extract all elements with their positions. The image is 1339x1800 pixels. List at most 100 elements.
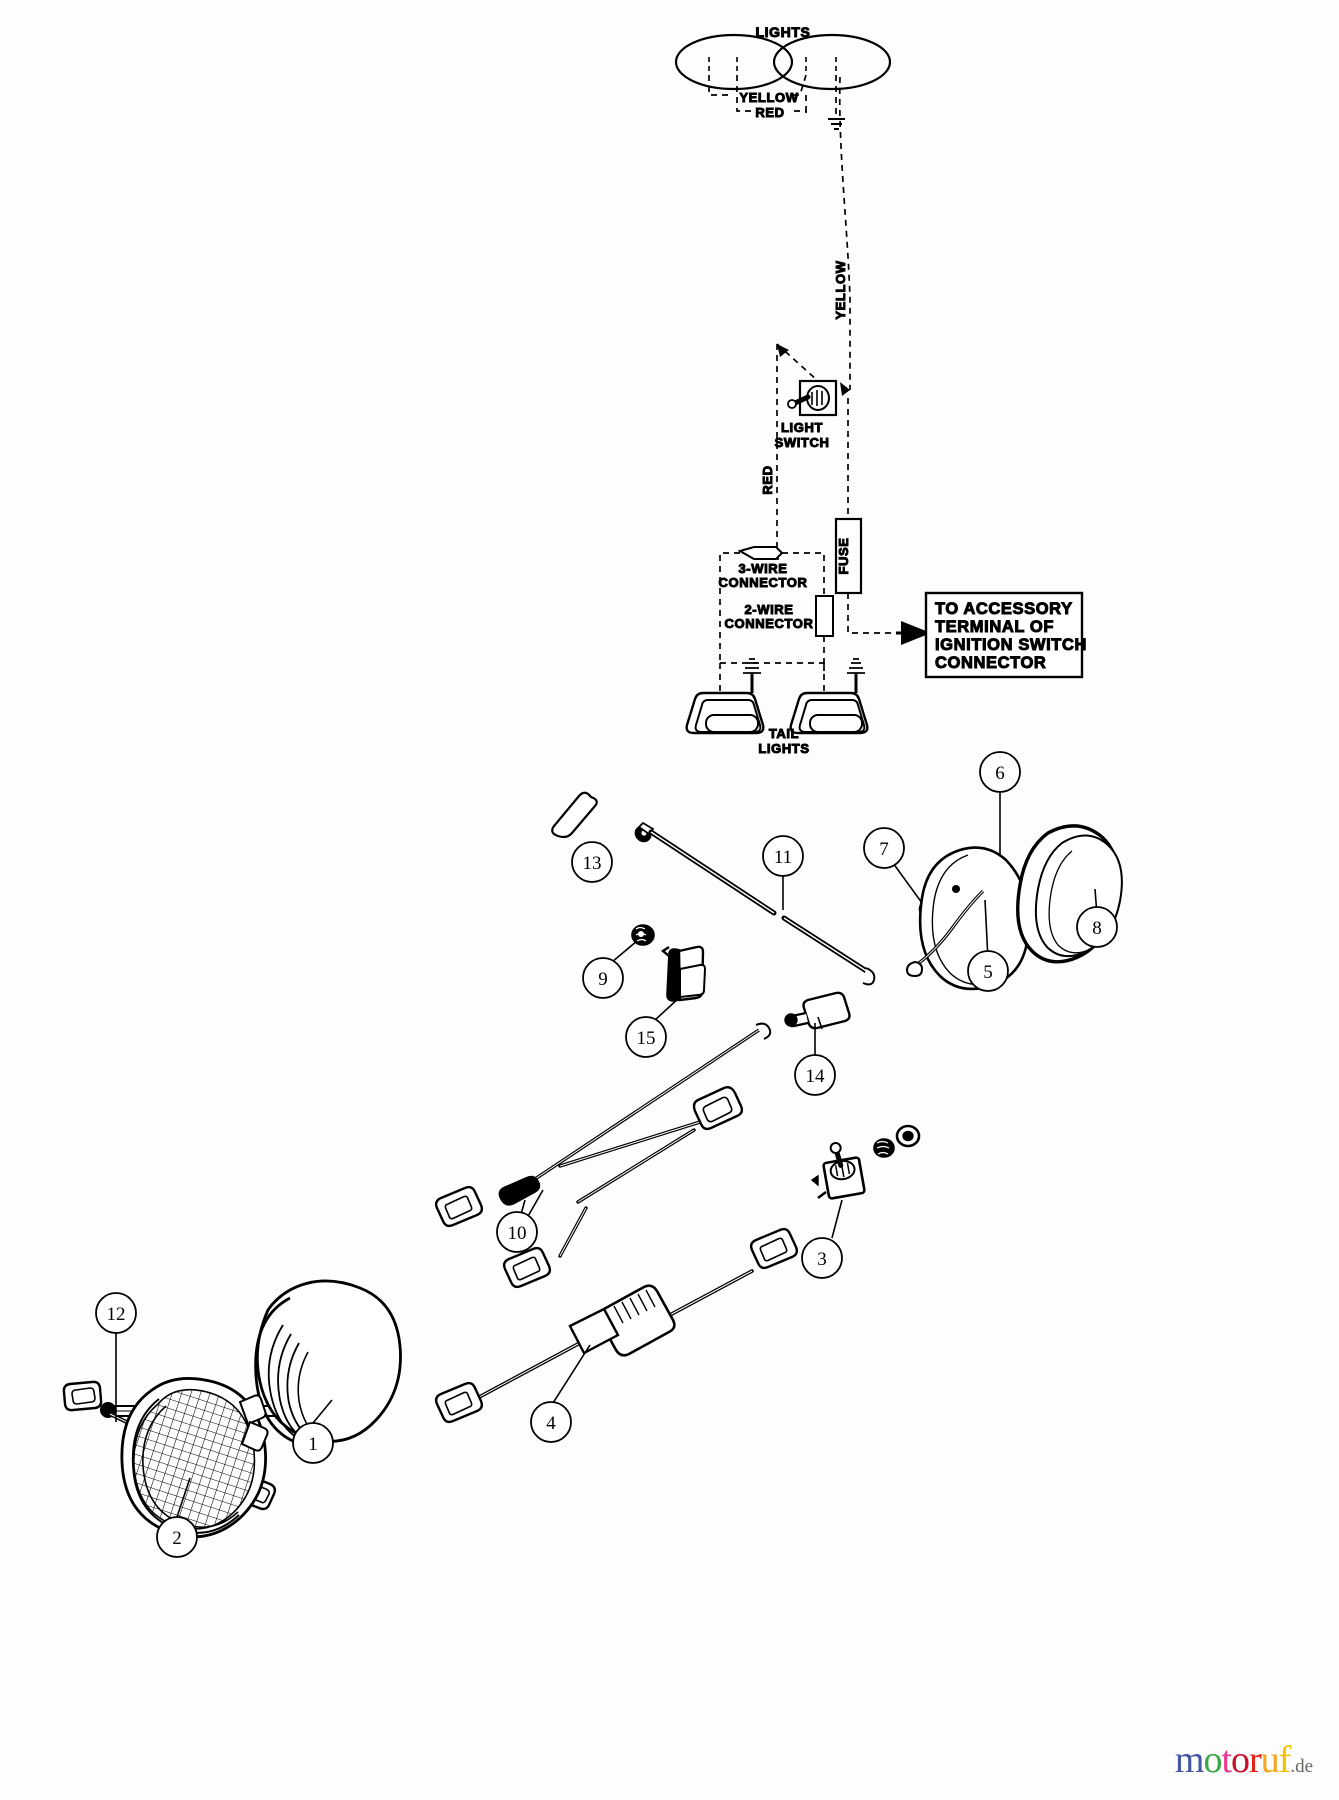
red-top-label: RED [755, 105, 784, 120]
accessory-line3: IGNITION SWITCH [935, 636, 1087, 654]
part-bezel-ring-shape [254, 1279, 402, 1447]
callout-11-number: 11 [774, 847, 792, 868]
ground-wire-plug-left [62, 1380, 103, 1412]
harness-connector-lower [502, 1246, 552, 1289]
part-socket-wire-assembly-shape [434, 1227, 799, 1424]
accessory-line4: CONNECTOR [935, 654, 1046, 672]
two-wire-connector-body [815, 595, 834, 637]
accessory-line2: TERMINAL OF [935, 618, 1054, 636]
callout-3[interactable]: 3 [801, 1237, 843, 1279]
callout-13[interactable]: 13 [571, 841, 613, 883]
fuse-output-lead [847, 593, 896, 634]
callout-12[interactable]: 12 [95, 1292, 137, 1334]
lights-title: LIGHTS [756, 24, 811, 40]
callout-3-number: 3 [817, 1249, 827, 1270]
light-switch-toggle [787, 385, 830, 411]
socket-connector-left [434, 1381, 484, 1424]
tail-light-left [685, 658, 765, 735]
three-wire-label-line1: 3-WIRE [738, 561, 787, 576]
ground-symbol-lamp [828, 118, 845, 130]
two-wire-label-line2: CONNECTOR [725, 616, 814, 631]
fuse-label: FUSE [836, 537, 851, 574]
leader-4 [552, 1344, 591, 1404]
callout-1-number: 1 [308, 1434, 318, 1455]
part-light-rod-shape [637, 821, 876, 986]
red-vertical-label: RED [760, 465, 775, 494]
callout-7[interactable]: 7 [863, 827, 905, 869]
callout-5[interactable]: 5 [967, 950, 1009, 992]
callout-2-number: 2 [172, 1528, 182, 1549]
accessory-line1: TO ACCESSORY [935, 600, 1073, 618]
callout-10[interactable]: 10 [496, 1211, 538, 1253]
yellow-top-label: YELLOW [739, 90, 798, 105]
yellow-run-kink [840, 382, 850, 396]
callout-1[interactable]: 1 [292, 1422, 334, 1464]
wiring-schematic: LIGHTS YELLOW RED YELLOW [674, 24, 1087, 757]
callout-9[interactable]: 9 [582, 957, 624, 999]
light-switch-label-line1: LIGHT [781, 420, 823, 435]
tail-lights-label-line2: LIGHTS [758, 741, 809, 756]
callout-4-number: 4 [546, 1413, 556, 1434]
leader-5 [984, 899, 989, 961]
watermark-letter-u: u [1260, 1739, 1280, 1781]
watermark-letter-o1: o [1203, 1739, 1222, 1781]
part-wiring-harness-shape [434, 1022, 772, 1289]
yellow-vertical-label: YELLOW [833, 260, 848, 319]
red-branch-left [736, 75, 753, 112]
yellow-main-run [838, 76, 851, 390]
callout-5-number: 5 [983, 962, 993, 983]
right-lamp-terminals [805, 57, 837, 75]
callout-14[interactable]: 14 [794, 1054, 836, 1096]
callout-8[interactable]: 8 [1076, 906, 1118, 948]
harness-connector-left [434, 1185, 484, 1228]
harness-connector-top-right [692, 1085, 744, 1131]
callout-14-number: 14 [806, 1066, 826, 1087]
part-sealed-beam-shape [120, 1377, 269, 1539]
part-rod-sleeve-shape [551, 791, 652, 843]
watermark-letter-f: f [1278, 1739, 1292, 1781]
leader-7 [892, 862, 923, 904]
callout-6[interactable]: 6 [979, 751, 1021, 793]
callout-12-number: 12 [107, 1304, 126, 1325]
switch-feed-tip [777, 344, 789, 357]
two-wire-label-line1: 2-WIRE [744, 602, 793, 617]
watermark-letter-t: t [1221, 1739, 1232, 1781]
watermark-letter-o2: o [1231, 1739, 1250, 1781]
callout-7-number: 7 [879, 839, 889, 860]
tail-lights-label-line1: TAIL [769, 726, 799, 741]
three-wire-left-run [719, 552, 740, 663]
callout-15-number: 15 [637, 1028, 656, 1049]
leader-10b [526, 1189, 544, 1219]
callout-10-number: 10 [508, 1223, 527, 1244]
part-wire-terminal-cover-shape [784, 991, 851, 1030]
leader-2 [176, 1477, 191, 1518]
leader-1 [312, 1399, 333, 1424]
fuse-body [834, 517, 863, 595]
callout-9-number: 9 [598, 969, 608, 990]
three-wire-connector-body [737, 546, 784, 560]
accessory-callout-box [924, 591, 1084, 679]
left-lamp-ellipse [674, 33, 794, 91]
yellow-branch-left [708, 75, 731, 96]
callout-11[interactable]: 11 [762, 835, 804, 877]
callout-4[interactable]: 4 [530, 1401, 572, 1443]
watermark-suffix: .de [1290, 1756, 1313, 1777]
three-wire-right-run [782, 552, 825, 597]
watermark-letter-m: m [1174, 1739, 1205, 1781]
part-wire-clip-shape [660, 945, 707, 1002]
part-toggle-switch-shape [810, 1124, 921, 1200]
leader-3 [831, 1199, 843, 1239]
callout-13-number: 13 [583, 853, 602, 874]
callout-8-number: 8 [1092, 918, 1102, 939]
watermark-letter-r: r [1249, 1739, 1262, 1781]
leader-15 [654, 996, 681, 1021]
left-lamp-terminals [708, 57, 738, 75]
callout-2[interactable]: 2 [156, 1516, 198, 1558]
callout-15[interactable]: 15 [625, 1016, 667, 1058]
exploded-parts [62, 787, 1123, 1539]
socket-connector-right [749, 1227, 799, 1270]
callout-bubbles: 1 2 3 4 5 6 7 [95, 751, 1118, 1558]
motoruf-watermark: motoruf.de [1175, 1738, 1313, 1782]
